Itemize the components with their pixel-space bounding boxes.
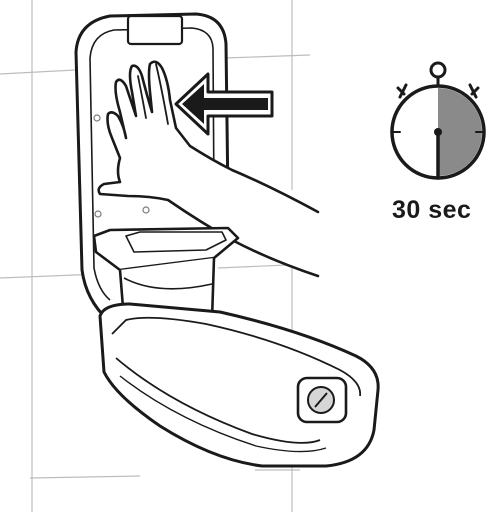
stopwatch-icon [390,61,486,180]
push-arrow-icon [174,72,274,136]
hand [97,60,320,278]
dispenser-base [98,302,380,468]
timer-label: 30 sec [392,196,472,224]
timer-elapsed-fill [438,88,482,176]
